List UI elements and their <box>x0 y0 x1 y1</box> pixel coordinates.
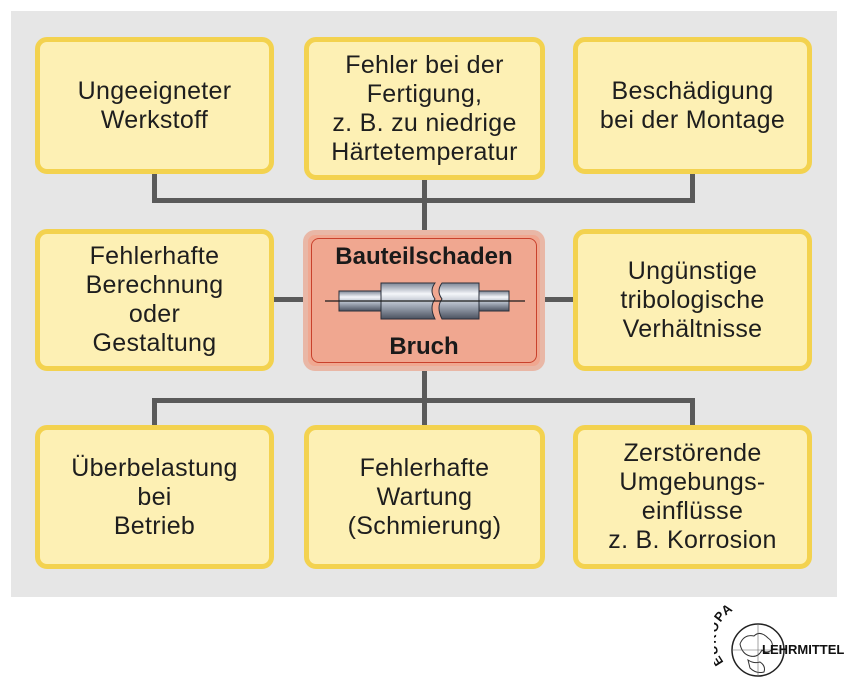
central-box-inner-border <box>311 238 537 363</box>
cause-label-material: Ungeeigneter Werkstoff <box>77 76 232 134</box>
connector-top-left-drop <box>152 172 157 202</box>
connector-bottom-right-drop <box>690 398 695 428</box>
cause-label-maintenance: Fehlerhafte Wartung (Schmierung) <box>347 453 502 540</box>
connector-top-horizontal <box>152 198 695 203</box>
broken-shaft-icon <box>325 282 525 320</box>
connector-bottom-left-drop <box>152 398 157 428</box>
svg-text:EUROPA: EUROPA <box>714 604 736 669</box>
cause-label-environment: Zerstörende Umgebungs- einflüsse z. B. K… <box>608 439 777 554</box>
cause-box-design: Fehlerhafte Berechnung oder Gestaltung <box>35 229 274 371</box>
connector-top-center-drop <box>422 180 427 232</box>
cause-box-manufacturing: Fehler bei der Fertigung, z. B. zu niedr… <box>304 37 545 180</box>
cause-box-tribology: Ungünstige tribologische Verhältnisse <box>573 229 812 371</box>
logo-bottom-text: LEHRMITTEL <box>762 642 844 657</box>
logo-top-text: EUROPA <box>714 604 735 669</box>
cause-label-tribology: Ungünstige tribologische Verhältnisse <box>620 256 765 343</box>
connector-middle-left <box>272 297 305 302</box>
cause-label-assembly: Beschädigung bei der Montage <box>599 76 786 134</box>
central-title: Bauteilschaden <box>335 243 513 270</box>
cause-box-maintenance: Fehlerhafte Wartung (Schmierung) <box>304 425 545 569</box>
cause-box-overload: Überbelastung bei Betrieb <box>35 425 274 569</box>
cause-box-material: Ungeeigneter Werkstoff <box>35 37 274 174</box>
connector-bottom-center-down <box>422 398 427 428</box>
connector-top-right-drop <box>690 172 695 202</box>
connector-middle-right <box>543 297 576 302</box>
central-subtitle: Bruch <box>389 333 459 360</box>
cause-box-assembly: Beschädigung bei der Montage <box>573 37 812 174</box>
cause-label-design: Fehlerhafte Berechnung oder Gestaltung <box>85 242 224 357</box>
connector-bottom-center-drop <box>422 369 427 403</box>
europa-lehrmittel-logo: EUROPA LEHRMITTEL <box>714 604 844 677</box>
cause-label-overload: Überbelastung bei Betrieb <box>71 453 238 540</box>
central-box-component-damage: Bauteilschaden Bruch <box>303 230 545 371</box>
cause-box-environment: Zerstörende Umgebungs- einflüsse z. B. K… <box>573 425 812 569</box>
cause-label-manufacturing: Fehler bei der Fertigung, z. B. zu niedr… <box>331 50 518 166</box>
